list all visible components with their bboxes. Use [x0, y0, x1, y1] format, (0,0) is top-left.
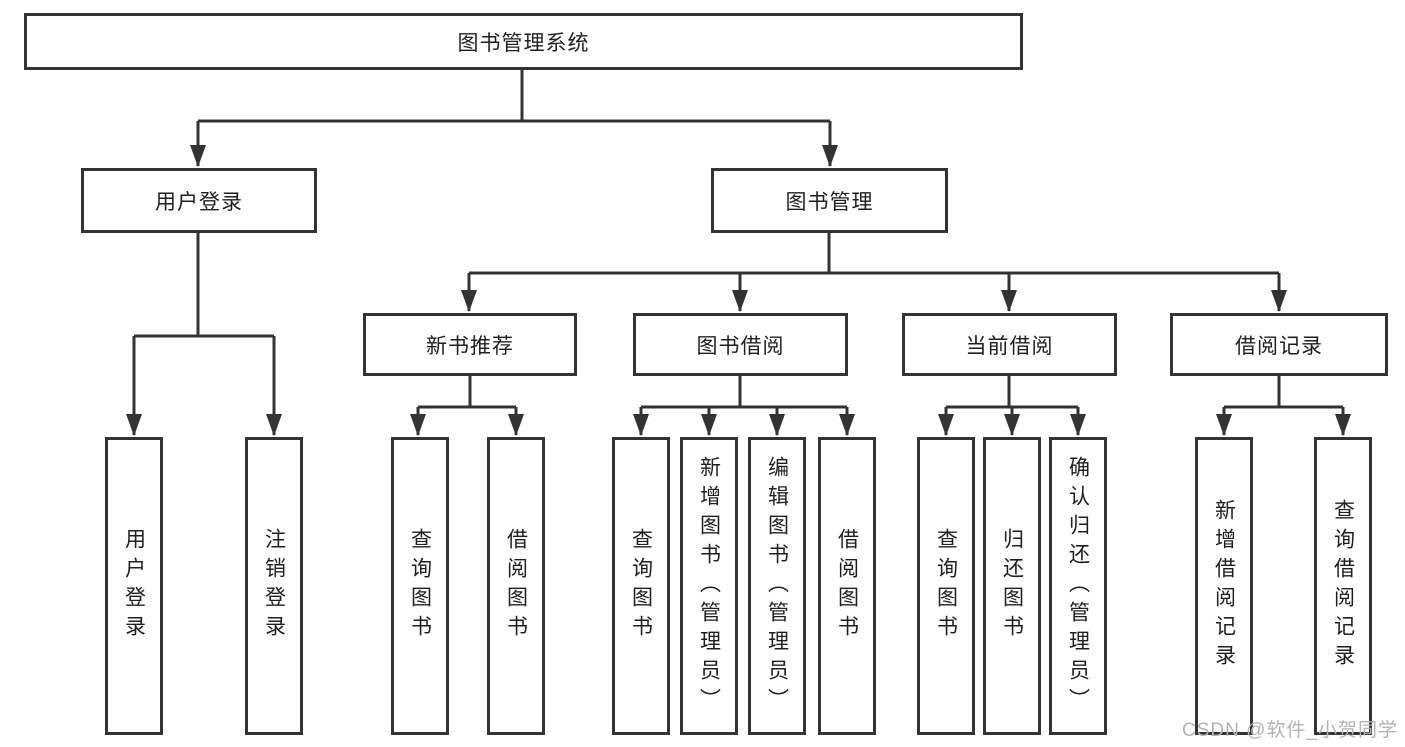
leaf-query-books-recommend: 查询图书 — [391, 437, 449, 735]
leaf-confirm-return-admin-label: 确认归还（管理员） — [1066, 455, 1090, 717]
leaf-confirm-return-admin: 确认归还（管理员） — [1049, 437, 1107, 735]
node-borrowing-records-label: 借阅记录 — [1235, 334, 1323, 358]
node-book-borrowing: 图书借阅 — [633, 313, 848, 376]
leaf-query-books-borrowing: 查询图书 — [612, 437, 670, 735]
node-current-borrowing: 当前借阅 — [902, 313, 1117, 376]
csdn-watermark: CSDN @软件_小贺同学 — [1182, 720, 1398, 741]
leaf-user-login-label: 用户登录 — [122, 528, 146, 644]
leaf-query-books-borrowing-label: 查询图书 — [629, 528, 653, 644]
leaf-return-book: 归还图书 — [983, 437, 1041, 735]
leaf-query-books-current: 查询图书 — [917, 437, 975, 735]
leaf-borrow-books-borrowing: 借阅图书 — [818, 437, 876, 735]
leaf-query-borrow-record: 查询借阅记录 — [1314, 437, 1372, 735]
leaf-user-login: 用户登录 — [105, 437, 163, 735]
node-new-book-recommend-label: 新书推荐 — [426, 334, 514, 358]
leaf-logout: 注销登录 — [245, 437, 303, 735]
leaf-borrow-books-borrowing-label: 借阅图书 — [835, 528, 859, 644]
leaf-query-borrow-record-label: 查询借阅记录 — [1331, 499, 1355, 673]
leaf-borrow-books-recommend-label: 借阅图书 — [504, 528, 528, 644]
leaf-query-books-current-label: 查询图书 — [934, 528, 958, 644]
node-current-borrowing-label: 当前借阅 — [965, 334, 1054, 358]
leaf-return-book-label: 归还图书 — [1000, 528, 1024, 644]
node-borrowing-records: 借阅记录 — [1170, 313, 1388, 376]
leaf-add-book-admin-label: 新增图书（管理员） — [697, 455, 721, 717]
leaf-borrow-books-recommend: 借阅图书 — [487, 437, 545, 735]
node-book-borrowing-label: 图书借阅 — [696, 334, 785, 358]
leaf-logout-label: 注销登录 — [262, 528, 286, 644]
node-root-system-label: 图书管理系统 — [457, 31, 590, 55]
node-root-system: 图书管理系统 — [24, 13, 1023, 70]
node-new-book-recommend: 新书推荐 — [363, 313, 577, 376]
node-user-login-label: 用户登录 — [155, 190, 243, 214]
leaf-edit-book-admin: 编辑图书（管理员） — [748, 437, 806, 735]
leaf-add-book-admin: 新增图书（管理员） — [680, 437, 738, 735]
node-book-management: 图书管理 — [711, 168, 948, 233]
leaf-add-borrow-record: 新增借阅记录 — [1195, 437, 1253, 735]
leaf-edit-book-admin-label: 编辑图书（管理员） — [765, 455, 789, 717]
node-user-login: 用户登录 — [81, 168, 317, 233]
leaf-add-borrow-record-label: 新增借阅记录 — [1212, 499, 1236, 673]
node-book-management-label: 图书管理 — [785, 190, 874, 214]
leaf-query-books-recommend-label: 查询图书 — [408, 528, 432, 644]
